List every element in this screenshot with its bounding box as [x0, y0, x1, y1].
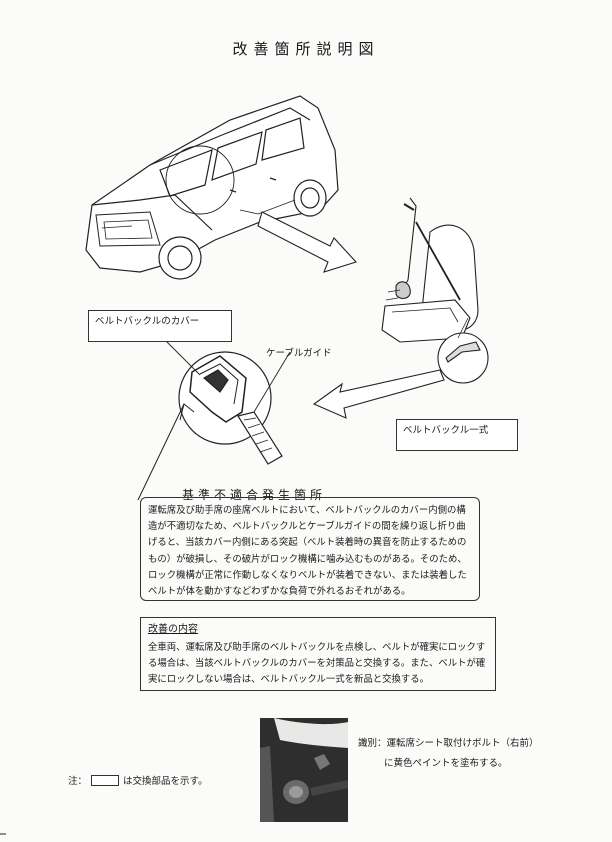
- improvement-body: 全車両、運転席及び助手席のベルトバックルを点検し、ベルトが確実にロックする場合は…: [148, 642, 486, 685]
- suv-illustration: [85, 95, 339, 280]
- note-suffix: は交換部品を示す。: [123, 776, 208, 787]
- arrow-seat-to-buckle: [312, 369, 445, 419]
- identification-line-2: に黄色ペイントを塗布する。: [384, 758, 508, 769]
- page-title: 改善箇所説明図: [232, 40, 380, 58]
- identification-note: 識別：運転席シート取付けボルト（右前） に黄色ペイントを塗布する。: [358, 734, 539, 774]
- nonconformity-body: 運転席及び助手席の座席ベルトにおいて、ベルトバックルのカバー内側の構造が不適切な…: [148, 505, 467, 598]
- belt-buckle-assembly-label: ベルトバックル一式: [396, 419, 518, 451]
- nonconformity-heading: 基準不適合発生箇所: [182, 488, 327, 502]
- replacement-note: 注： は交換部品を示す。: [68, 773, 208, 787]
- bolt-photo-image: [260, 718, 348, 822]
- improvement-box: 改善の内容 全車両、運転席及び助手席のベルトバックルを点検し、ベルトが確実にロッ…: [140, 617, 496, 691]
- belt-buckle-cover-label: ベルトバックルのカバー: [88, 310, 232, 342]
- identification-line-1: 識別：運転席シート取付けボルト（右前）: [358, 738, 539, 749]
- note-prefix: 注：: [68, 776, 88, 787]
- arrow-car-to-seat: [257, 211, 357, 273]
- bolt-photo: [260, 718, 348, 822]
- seat-illustration: [381, 197, 489, 384]
- improvement-heading: 改善の内容: [148, 624, 198, 635]
- nonconformity-box: 運転席及び助手席の座席ベルトにおいて、ベルトバックルのカバー内側の構造が不適切な…: [140, 497, 480, 601]
- replacement-legend-box: [91, 774, 120, 786]
- buckle-detail: [137, 334, 291, 501]
- cable-guide-label: ケーブルガイド: [266, 348, 332, 359]
